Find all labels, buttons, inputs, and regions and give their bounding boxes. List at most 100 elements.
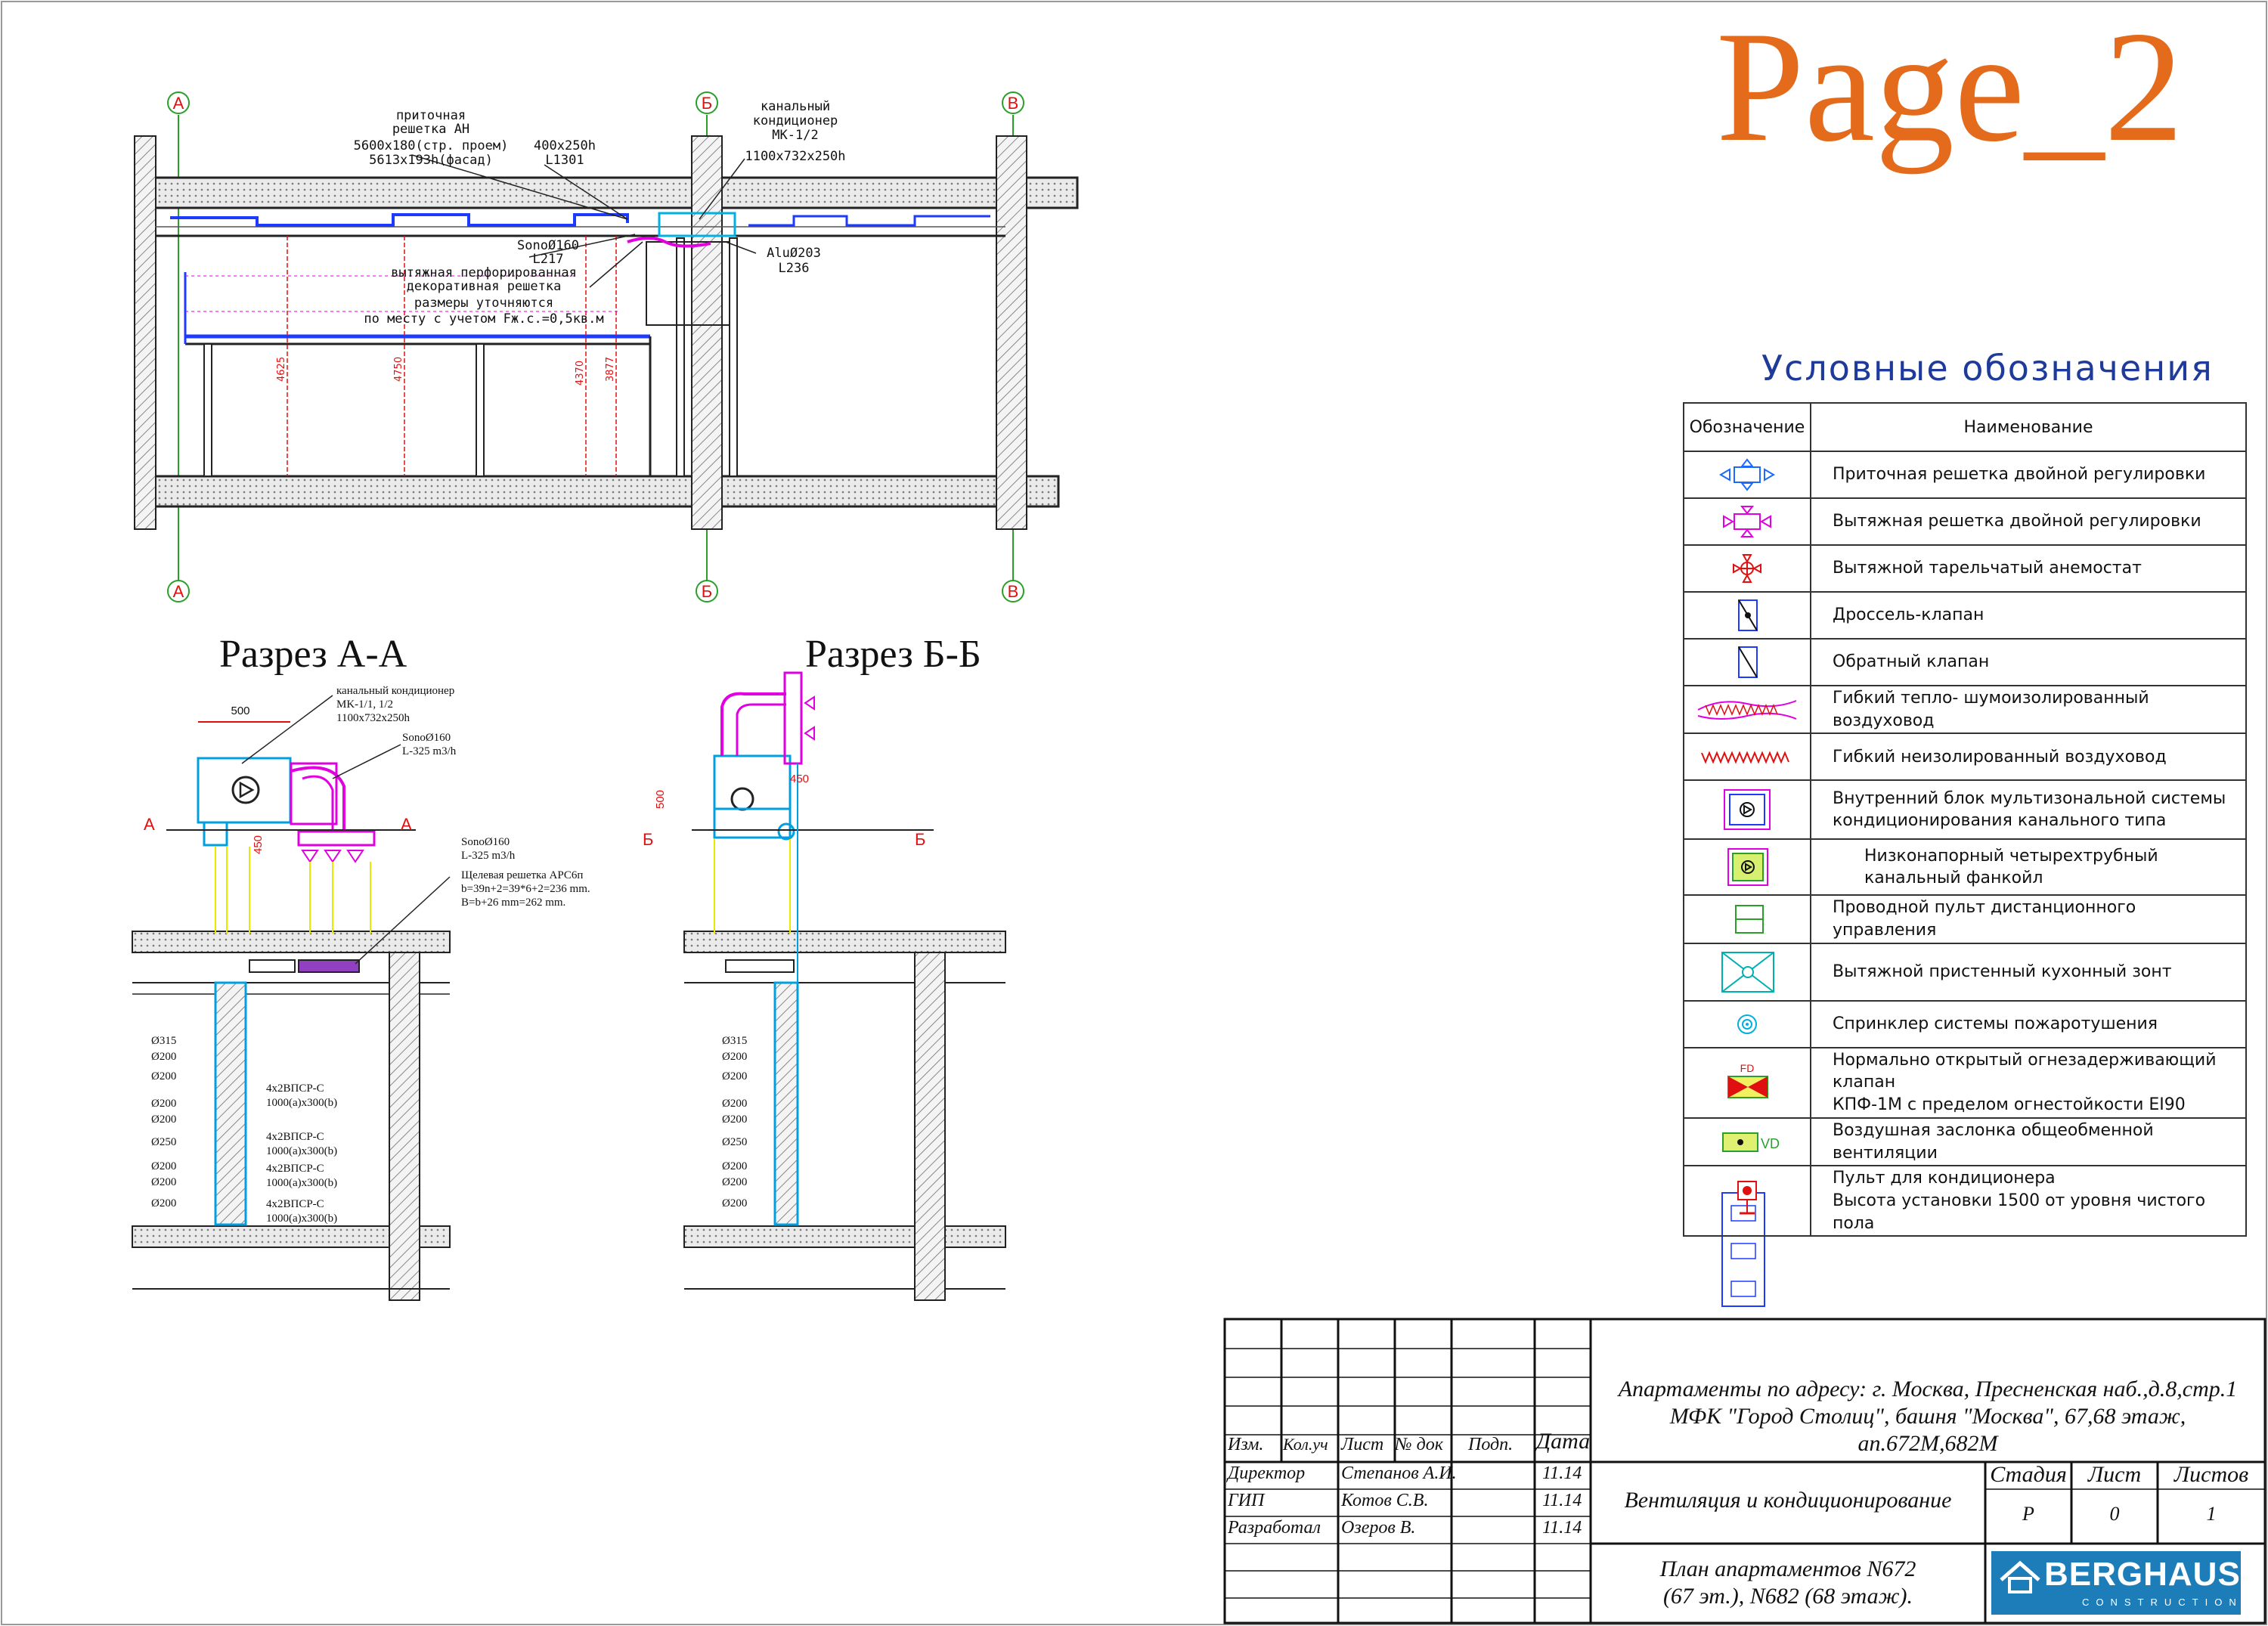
aa-damper-list: 4x2ВПСР-С 1000(a)x300(b) 4x2ВПСР-С 1000(…: [266, 1082, 337, 1225]
note-alu: AluØ203: [767, 246, 821, 261]
stamp-h-doc: № док: [1395, 1435, 1443, 1454]
stamp-name-1: Степанов А.И.: [1341, 1463, 1457, 1483]
stamp-h-list: Лист: [1341, 1435, 1384, 1454]
legend-name: Обратный клапан: [1810, 638, 2247, 686]
vrf-indoor-unit-icon: [1724, 789, 1771, 831]
bb-dia-5: Ø200: [722, 1113, 747, 1126]
legend-col-symbol: Обозначение: [1683, 402, 1811, 452]
aa-damper-4-size: 1000(a)x300(b): [266, 1213, 337, 1225]
dim-aa-450: 450: [252, 835, 265, 854]
cut-aa-left: А: [144, 815, 155, 834]
height-4625: 4625: [276, 357, 287, 382]
legend-row: Вытяжной пристенный кухонный зонт: [1683, 942, 2247, 1002]
exhaust-grille-icon: [1723, 506, 1771, 537]
logo-sub: CONSTRUCTION: [2082, 1597, 2243, 1608]
aa-sono1-1: SonoØ160: [402, 732, 451, 744]
aa-sono2-1: SonoØ160: [461, 836, 510, 848]
legend-name: Внутренний блок мультизональной системы …: [1810, 779, 2247, 841]
stamp-project-line-1: Апартаменты по адресу: г. Москва, Пресне…: [1618, 1377, 2238, 1401]
aa-sono1-2: L-325 m3/h: [402, 745, 457, 757]
dim-bb-500: 500: [654, 790, 667, 809]
svg-text:Б: Б: [702, 582, 712, 601]
section-aa-title: Разрез А-А: [219, 633, 407, 676]
aa-damper-3: 4x2ВПСР-С: [266, 1163, 324, 1175]
stamp-sheet-v: 0: [2109, 1503, 2120, 1525]
stamp-sheet-h: Лист: [2087, 1462, 2142, 1487]
legend-row: Приточная решетка двойной регулировки: [1683, 451, 2247, 499]
supply-grille-icon: [1719, 458, 1775, 491]
exhaust-diffuser-icon: [1733, 554, 1761, 583]
note-supply-grille-1: приточная: [396, 108, 466, 123]
aa-damper-2: 4x2ВПСР-С: [266, 1131, 324, 1143]
aa-slot-3: B=b+26 mm=262 mm.: [461, 897, 565, 909]
legend-name: Гибкий неизолированный воздуховод: [1810, 732, 2247, 782]
note-unit-1: канальный: [761, 99, 830, 114]
note-exhaust-2: декоративная решетка: [407, 279, 562, 294]
stamp-role-3: Разработал: [1228, 1518, 1321, 1538]
note-exhaust-1: вытяжная перфорированная: [391, 265, 577, 280]
axis-marker-bottom-b: Б: [696, 580, 718, 602]
legend-name: Нормально открытый огнезадерживающий кла…: [1810, 1046, 2247, 1119]
page-label: Page_2: [1716, 0, 2184, 175]
berghaus-logo: BERGHAUS CONSTRUCTION: [1991, 1551, 2241, 1615]
aa-damper-1-size: 1000(a)x300(b): [266, 1097, 337, 1109]
bb-dia-9: Ø200: [722, 1197, 747, 1209]
bb-dia-2: Ø200: [722, 1051, 747, 1063]
axis-marker-top-c: В: [1002, 91, 1024, 114]
stamp-sheets-v: 1: [2206, 1503, 2217, 1525]
legend-name: Низконапорный четырехтрубный канальный ф…: [1810, 838, 2247, 897]
aa-dia-9: Ø200: [151, 1197, 176, 1209]
aa-unit-1: канальный кондиционер: [336, 685, 454, 697]
note-exhaust-4: по месту с учетом Fж.с.=0,5кв.м: [364, 311, 603, 327]
axis-marker-bottom-a: А: [167, 580, 190, 602]
note-supply-grille-2: решетка AH: [392, 122, 469, 137]
section-bb: Разрез Б-Б 500 450 Б Б Ø315 Ø200 Ø200 Ø2…: [643, 633, 1006, 1301]
stamp-project-line-2: МФК "Город Столиц", башня "Москва", 67,6…: [1669, 1404, 2186, 1429]
flex-duct-insulated-icon: [1697, 699, 1797, 720]
note-sono-plan: SonoØ160: [517, 238, 579, 253]
sprinkler-icon: [1737, 1014, 1757, 1034]
stamp-sheet-title-2: (67 эт.), N682 (68 этаж).: [1662, 1584, 1913, 1609]
plan-section: А Б В А Б В приточная решетка AH 5600x18…: [134, 91, 1079, 602]
legend-header-row: Обозначение Наименование: [1683, 402, 2247, 452]
legend-row: VD Воздушная заслонка общеобменной венти…: [1683, 1117, 2247, 1167]
svg-text:А: А: [173, 582, 184, 601]
legend-row: Гибкий неизолированный воздуховод: [1683, 732, 2247, 782]
ac-panel-icon: [1737, 1180, 1757, 1215]
stamp-stage-v: Р: [2022, 1503, 2034, 1525]
aa-dia-8: Ø200: [151, 1176, 176, 1188]
note-supply-grille-3: 5600x180(стр. проем): [354, 138, 509, 153]
note-duct-size: 400x250h: [534, 138, 596, 153]
legend-row: Дроссель-клапан: [1683, 591, 2247, 640]
stamp-sheet-title-1: План апартаментов N672: [1659, 1556, 1916, 1581]
stamp-role-2: ГИП: [1228, 1491, 1265, 1510]
kitchen-hood-icon: [1721, 951, 1774, 993]
title-block: [1223, 1318, 2266, 1624]
aa-dia-5: Ø200: [151, 1113, 176, 1126]
cut-aa-right: А: [401, 815, 412, 834]
stamp-sheet-title: План апартаментов N672 (67 эт.), N682 (6…: [1591, 1556, 1985, 1610]
stamp-section: Вентиляция и кондиционирование: [1624, 1488, 1952, 1513]
remote-panel-icon: [1735, 905, 1764, 934]
legend-row: Вытяжной тарельчатый анемостат: [1683, 544, 2247, 593]
legend-name: Вытяжная решетка двойной регулировки: [1810, 497, 2247, 546]
bb-dia-4: Ø200: [722, 1098, 747, 1110]
height-4750: 4750: [393, 357, 404, 382]
aa-dia-6: Ø250: [151, 1136, 176, 1148]
legend-name: Дроссель-клапан: [1810, 591, 2247, 640]
legend-table: Обозначение Наименование Приточная решет…: [1683, 402, 2247, 1237]
aa-dia-2: Ø200: [151, 1051, 176, 1063]
legend-row: Проводной пульт дистанционного управлени…: [1683, 894, 2247, 944]
note-supply-grille-4: 5613x193h(фасад): [369, 153, 493, 168]
aa-sono2-2: L-325 m3/h: [461, 850, 516, 862]
axis-marker-top-a: А: [167, 91, 190, 114]
stamp-date-3: 11.14: [1542, 1518, 1582, 1538]
svg-text:Б: Б: [702, 94, 712, 113]
air-damper-label: VD: [1761, 1136, 1780, 1151]
air-damper-icon: VD: [1722, 1132, 1780, 1152]
stamp-date-2: 11.14: [1542, 1491, 1582, 1510]
bb-dia-1: Ø315: [722, 1035, 747, 1047]
legend-row: Гибкий тепло- шумоизолированный воздухов…: [1683, 684, 2247, 735]
legend-title: Условные обозначения: [1761, 348, 2214, 389]
